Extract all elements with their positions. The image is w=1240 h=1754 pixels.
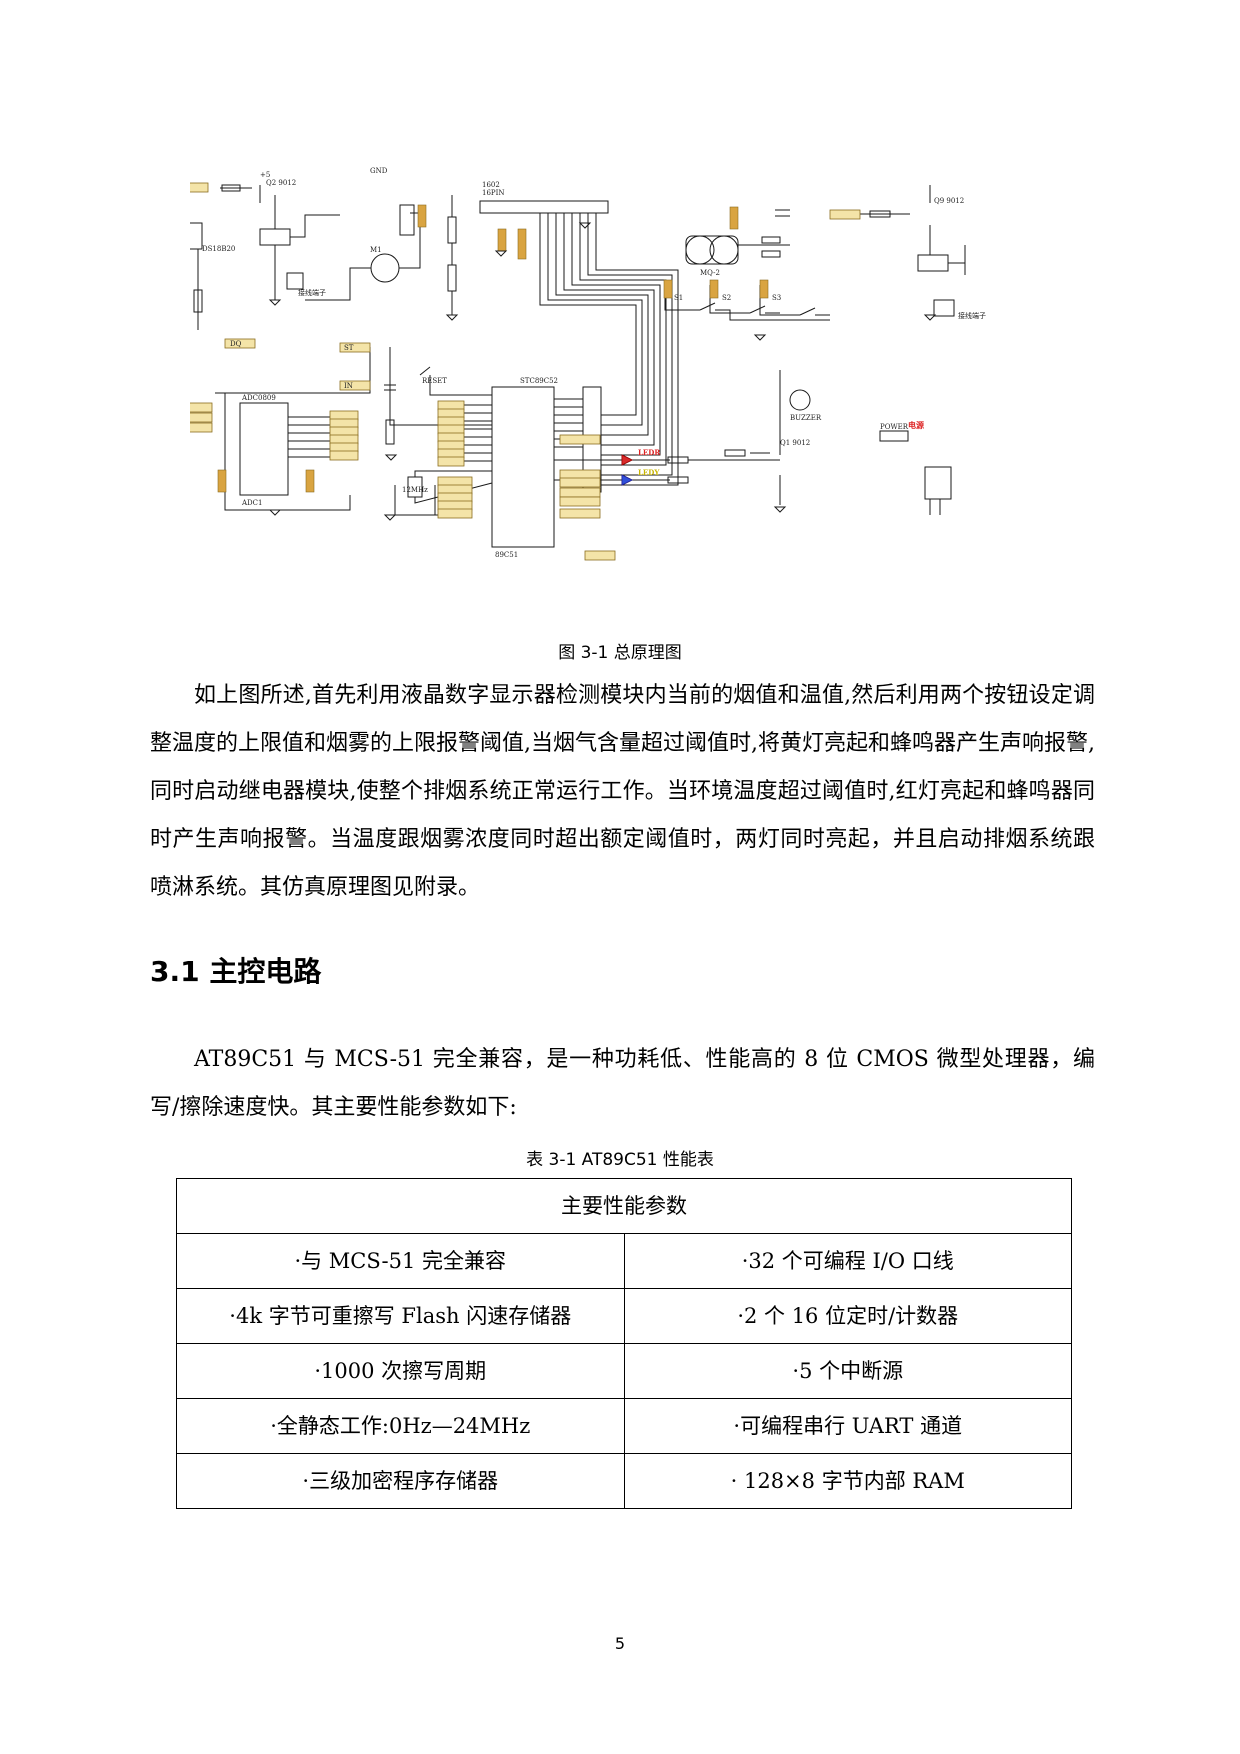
table-cell: ·5 个中断源 bbox=[623, 1343, 1072, 1399]
table-cell: ·32 个可编程 I/O 口线 bbox=[623, 1233, 1072, 1289]
gnd-label: GND bbox=[370, 167, 388, 175]
table-cell: ·可编程串行 UART 通道 bbox=[623, 1398, 1072, 1454]
dq-label: DQ bbox=[230, 340, 242, 348]
lcd-label: 1602 bbox=[482, 181, 500, 189]
table-cell: ·与 MCS-51 完全兼容 bbox=[176, 1233, 625, 1289]
buzzer-label: BUZZER bbox=[790, 414, 822, 422]
mq-label: MQ-2 bbox=[700, 269, 720, 277]
motor-label: M1 bbox=[370, 246, 382, 254]
table-cell: ·三级加密程序存储器 bbox=[176, 1453, 625, 1509]
q2-label: Q2 9012 bbox=[266, 179, 296, 187]
s2-label: S2 bbox=[722, 294, 731, 302]
paragraph-2: AT89C51 与 MCS-51 完全兼容，是一种功耗低、性能高的 8 位 CM… bbox=[150, 1047, 1095, 1120]
paragraph-1: 如上图所述,首先利用液晶数字显示器检测模块内当前的烟值和温值,然后利用两个按钮设… bbox=[150, 683, 1095, 900]
vcc-label: +5 bbox=[260, 171, 270, 179]
u1-title: STC89C52 bbox=[520, 377, 558, 385]
mcu-u1 bbox=[491, 386, 555, 548]
performance-table: 主要性能参数 ·与 MCS-51 完全兼容 ·32 个可编程 I/O 口线 ·4… bbox=[176, 1178, 1072, 1509]
power-cn-label: 电源 bbox=[908, 420, 924, 430]
table-header-cell: 主要性能参数 bbox=[176, 1178, 1072, 1234]
adc-title: ADC0809 bbox=[241, 394, 276, 402]
table-row: ·4k 字节可重擦写 Flash 闪速存储器 ·2 个 16 位定时/计数器 bbox=[176, 1288, 1072, 1344]
schematic-diagram: STC89C52 89C51 ADC0809 ADC1 1602 16PIN M… bbox=[190, 167, 986, 561]
figure-caption: 图 3-1 总原理图 bbox=[558, 643, 682, 663]
s1-label: S1 bbox=[674, 294, 683, 302]
s3-label: S3 bbox=[772, 294, 781, 302]
table-header-row: 主要性能参数 bbox=[176, 1178, 1072, 1234]
table-cell: ·2 个 16 位定时/计数器 bbox=[623, 1288, 1072, 1344]
relay-text-left: 接线端子 bbox=[298, 288, 326, 297]
adc-foot: ADC1 bbox=[241, 499, 262, 507]
reset-label: RESET bbox=[422, 377, 447, 385]
relay-text-right: 接线端子 bbox=[958, 311, 986, 320]
schematic-figure: STC89C52 89C51 ADC0809 ADC1 1602 16PIN M… bbox=[190, 155, 1100, 595]
table-row: ·三级加密程序存储器 · 128×8 字节内部 RAM bbox=[176, 1453, 1072, 1509]
page-number: 5 bbox=[614, 1634, 626, 1653]
ledy-label: LEDY bbox=[638, 468, 660, 477]
table-cell: ·全静态工作:0Hz—24MHz bbox=[176, 1398, 625, 1454]
lcd-sub-label: 16PIN bbox=[482, 189, 505, 197]
section-heading: 3.1 主控电路 bbox=[150, 955, 322, 988]
sensor-label: DS18B20 bbox=[202, 245, 235, 253]
table-caption: 表 3-1 AT89C51 性能表 bbox=[526, 1150, 714, 1170]
table-row: ·与 MCS-51 完全兼容 ·32 个可编程 I/O 口线 bbox=[176, 1233, 1072, 1289]
q9-label: Q9 9012 bbox=[934, 197, 964, 205]
table-row: ·1000 次擦写周期 ·5 个中断源 bbox=[176, 1343, 1072, 1399]
u1-foot: 89C51 bbox=[495, 551, 518, 559]
ledr-label: LEDR bbox=[638, 448, 660, 457]
in-label: IN bbox=[344, 382, 353, 390]
q1-label: Q1 9012 bbox=[780, 439, 810, 447]
crystal-label: 12MHz bbox=[402, 486, 428, 494]
st-label: ST bbox=[344, 344, 354, 352]
adc-chip bbox=[239, 402, 289, 496]
table-cell: ·4k 字节可重擦写 Flash 闪速存储器 bbox=[176, 1288, 625, 1344]
power-label: POWER bbox=[880, 423, 909, 431]
table-cell: ·1000 次擦写周期 bbox=[176, 1343, 625, 1399]
table-cell: · 128×8 字节内部 RAM bbox=[623, 1453, 1072, 1509]
table-row: ·全静态工作:0Hz—24MHz ·可编程串行 UART 通道 bbox=[176, 1398, 1072, 1454]
